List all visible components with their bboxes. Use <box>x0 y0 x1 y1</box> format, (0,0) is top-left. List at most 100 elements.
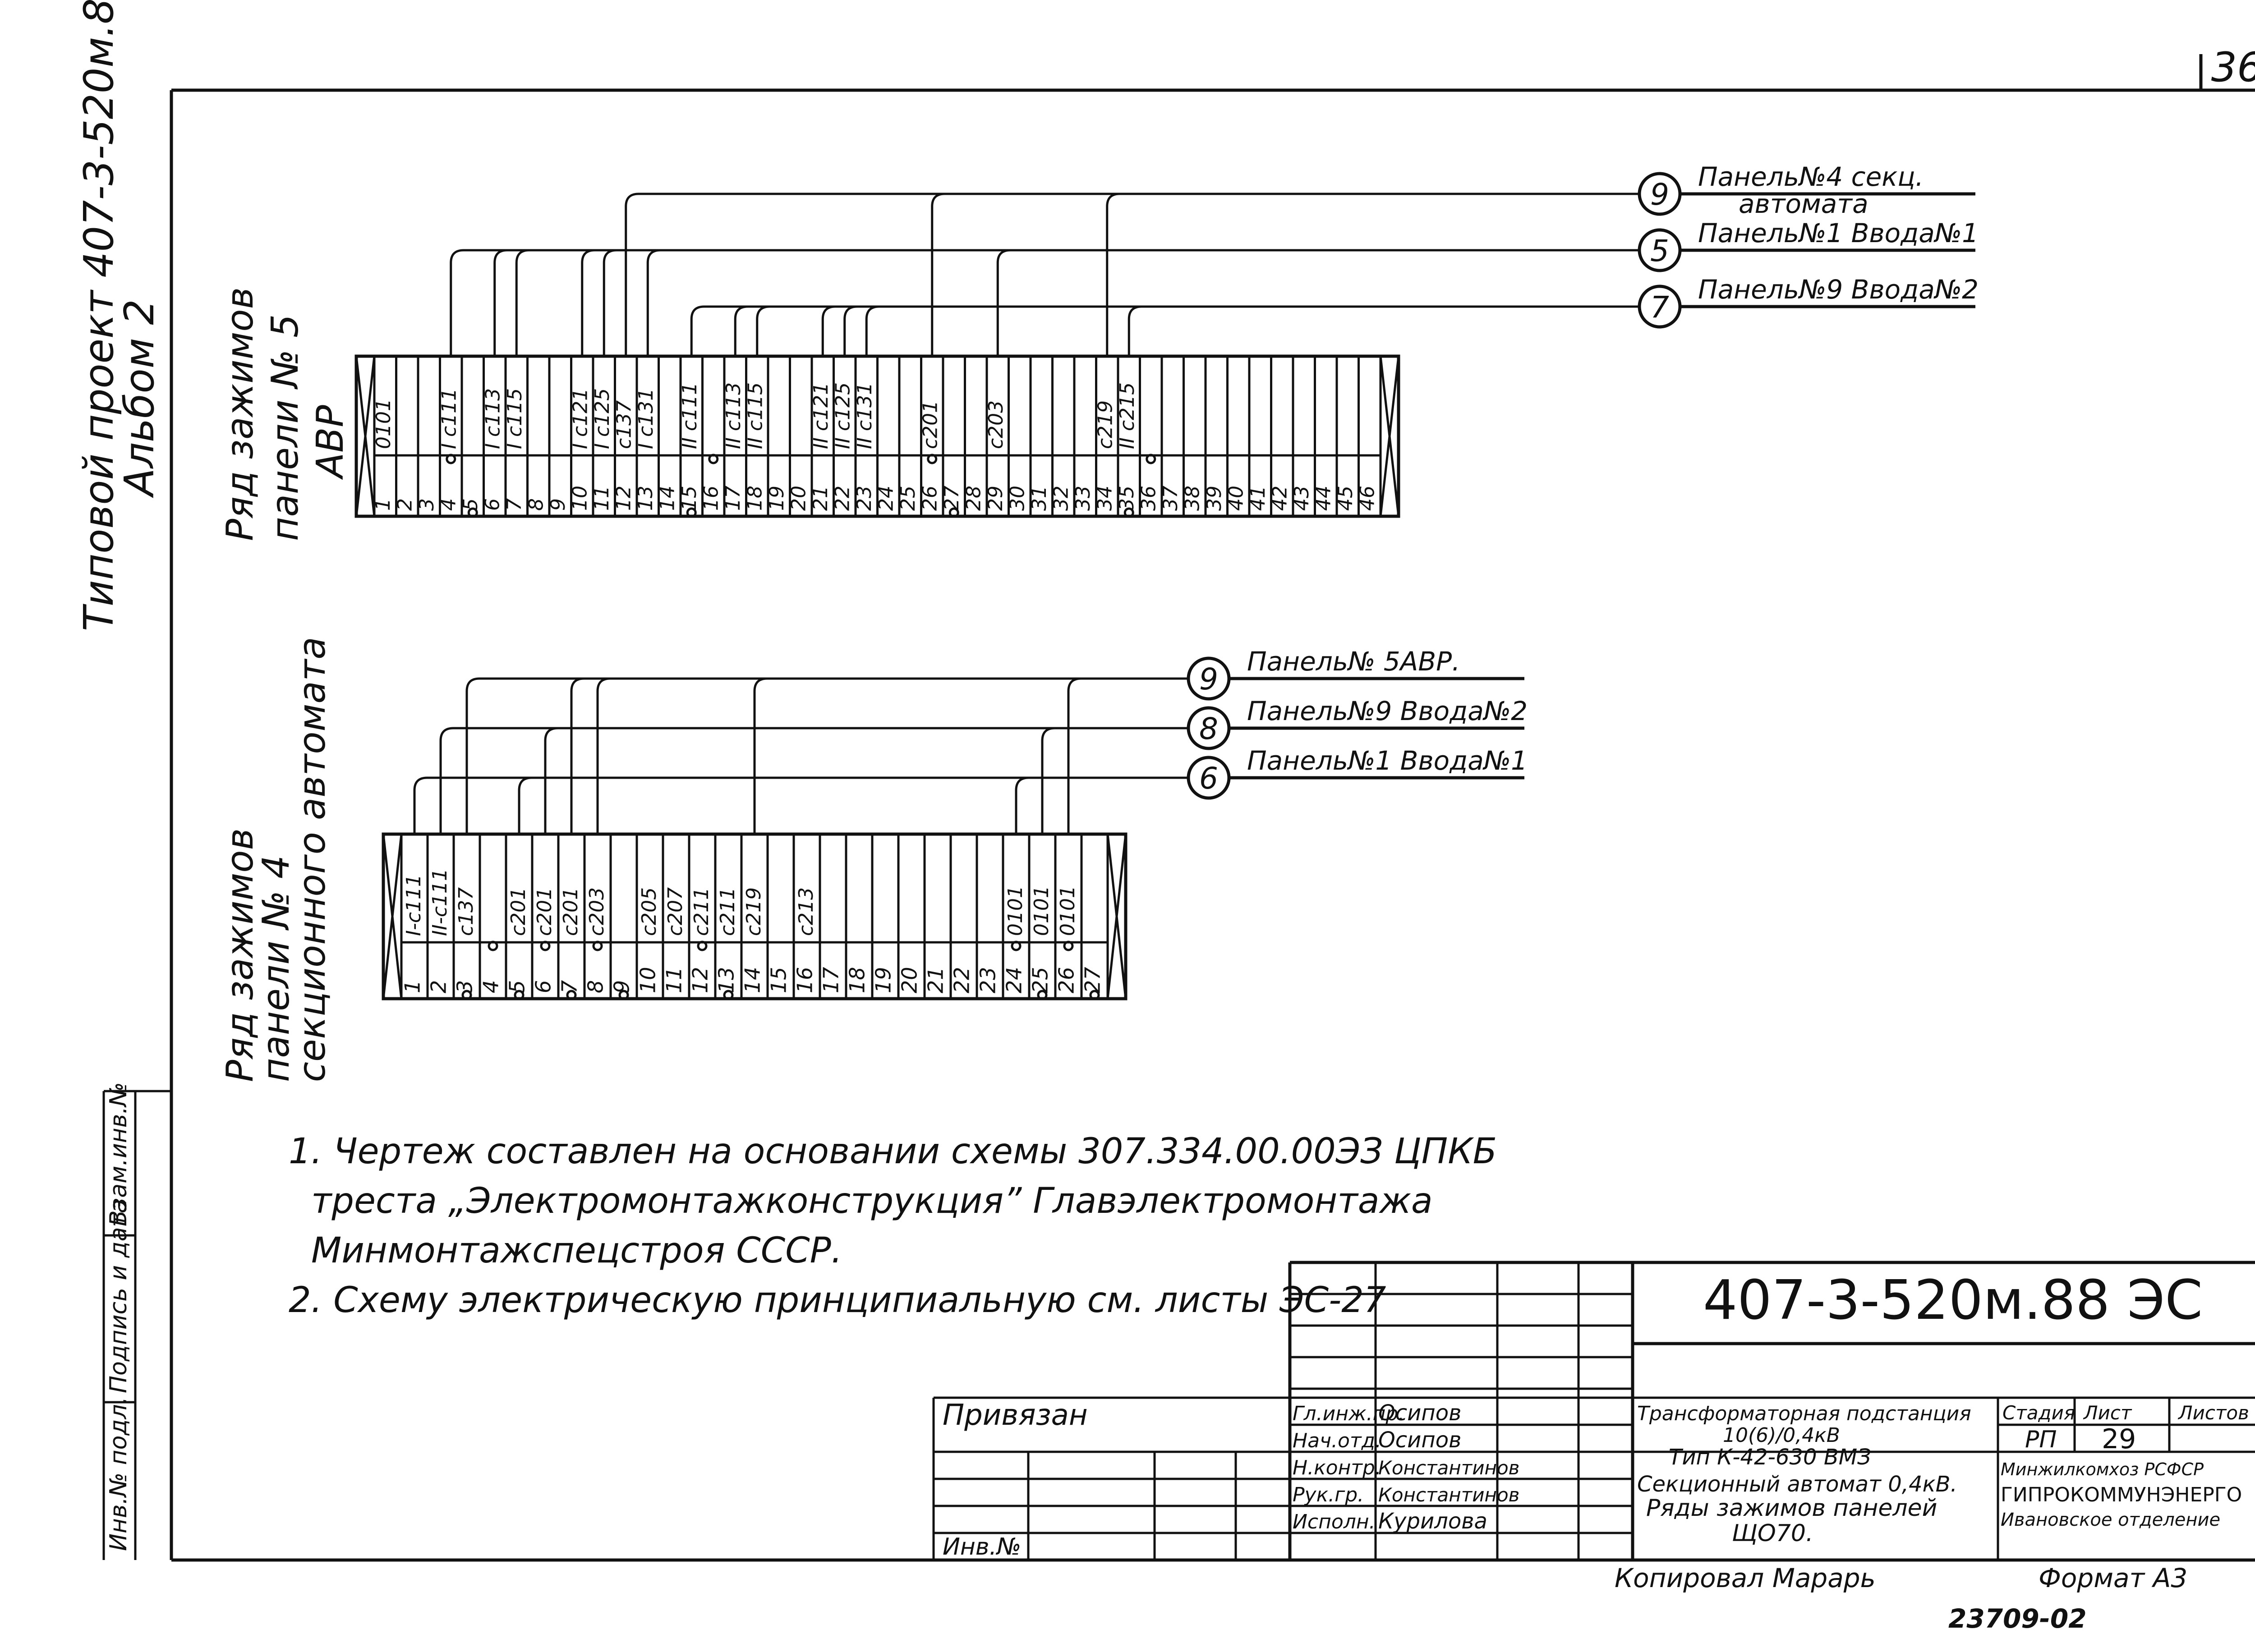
wire-mark: I c125 <box>591 388 614 449</box>
strip-end-cap-right-cross <box>1106 834 1127 999</box>
name-4: Курилова <box>1378 1509 1487 1534</box>
wire-mark: c219 <box>1094 400 1117 449</box>
terminal-36: 36 <box>1137 356 1163 516</box>
sheet-label: Лист <box>2083 1402 2132 1424</box>
terminal-5: 5 <box>459 356 485 518</box>
wire-mark: II c215 <box>1116 382 1139 449</box>
wire-line <box>625 193 1639 356</box>
jumper-mark <box>1123 507 1134 518</box>
cable-label: Панель№1 Ввода№1 <box>1698 218 1979 248</box>
sheet-line-0: Секционный автомат 0,4кВ. <box>1637 1472 1957 1497</box>
terminal-number: 40 <box>1224 486 1247 511</box>
terminal-number: 20 <box>897 967 922 993</box>
wire-mark: c205 <box>638 887 661 936</box>
wire-mark: c207 <box>664 887 687 936</box>
page-number: 36 <box>2211 44 2255 91</box>
terminal-number: 1 <box>400 980 425 993</box>
terminal-25: 25 <box>897 356 922 516</box>
terminal-37: 37 <box>1159 356 1185 516</box>
terminal-13: 13I c131 <box>634 249 1639 516</box>
cable-number: 9 <box>1199 662 1218 697</box>
wire-line <box>996 249 1639 356</box>
strip-end-cap-right-cross <box>1379 356 1400 517</box>
terminal-1: 1 I-c111 <box>400 776 1188 999</box>
jumper-mark <box>488 941 498 951</box>
wire-mark: I c115 <box>503 388 526 449</box>
wire-mark: c203 <box>585 887 608 936</box>
terminal-number: 8 <box>525 498 548 511</box>
wire-mark: I c131 <box>635 388 658 449</box>
note-line-1: треста „Электромонтажконструкция” Главэл… <box>311 1181 1433 1221</box>
terminal-number: 25 <box>897 486 920 511</box>
terminal-8: 8 c203 <box>584 677 1188 999</box>
wire-mark: II c115 <box>744 382 767 449</box>
terminal-24: 24 <box>874 356 901 516</box>
jumper-mark <box>723 990 734 1000</box>
margin-stamp-2: Инв.№ подл. <box>105 1397 132 1551</box>
left-margin-stamp: Взам.инв.№ Подпись и дата Инв.№ подл. <box>102 1082 171 1560</box>
stage-label: Стадия <box>2002 1402 2075 1424</box>
wire-line <box>646 249 1639 356</box>
wire-line <box>570 677 1188 834</box>
wire-mark: II c131 <box>853 382 876 449</box>
terminal-number: 10 <box>568 486 591 511</box>
terminal-31: 31 <box>1028 356 1054 516</box>
cable-number: 7 <box>1650 290 1669 325</box>
notes: 1. Чертеж составлен на основании схемы 3… <box>289 1131 1497 1321</box>
terminal-number: 31 <box>1028 486 1051 511</box>
terminal-30: 30 <box>1006 356 1032 516</box>
strip-b-title-2: секционного автомата <box>291 637 334 1082</box>
wire-line <box>450 249 1639 356</box>
terminal-number: 14 <box>741 967 765 993</box>
terminal-12: 12 c211 <box>688 834 717 999</box>
terminal-43: 43 <box>1290 356 1316 516</box>
cable-number: 8 <box>1199 711 1218 746</box>
wire-mark: c211 <box>690 887 713 936</box>
wire-line <box>603 249 1639 356</box>
wire-line <box>413 776 1188 834</box>
cable-number: 5 <box>1650 234 1669 268</box>
terminal-number: 33 <box>1072 486 1095 511</box>
wire-line <box>1106 193 1639 356</box>
terminal-number: 8 <box>584 980 608 993</box>
terminal-18: 18 <box>845 834 874 999</box>
jumper-mark <box>540 941 551 951</box>
wire-mark: 0101 <box>1004 886 1027 936</box>
terminal-2: 2 <box>393 356 419 516</box>
cable-label: Панель№4 секц. <box>1698 161 1924 192</box>
terminal-32: 32 <box>1049 356 1076 516</box>
format-label: Формат А3 <box>2039 1563 2187 1593</box>
strip-b-title-0: Ряд зажимов <box>219 828 262 1082</box>
wire-mark: I-c111 <box>402 874 425 936</box>
privyazan-label: Привязан <box>943 1399 1088 1432</box>
terminal-number: 27 <box>940 486 963 511</box>
terminal-11: 11I c125 <box>590 249 1639 516</box>
wire-line <box>1041 727 1188 834</box>
terminal-number: 2 <box>427 980 451 993</box>
wire-line <box>493 249 1639 356</box>
terminal-number: 38 <box>1181 486 1204 511</box>
terminal-number: 35 <box>1115 486 1138 511</box>
wire-mark: 0101 <box>1030 886 1053 936</box>
terminal-8: 8 <box>525 356 551 516</box>
terminal-number: 32 <box>1049 486 1072 511</box>
terminal-number: 12 <box>688 967 713 993</box>
terminal-number: 15 <box>767 967 791 993</box>
wire-mark: I c121 <box>569 388 592 449</box>
terminal-number: 21 <box>809 486 832 511</box>
jumper-mark <box>1037 990 1048 1000</box>
terminal-number: 20 <box>787 486 810 511</box>
jumper-mark <box>566 990 577 1000</box>
terminal-4: 4I c111 <box>437 249 1639 516</box>
wire-mark: c203 <box>985 400 1008 449</box>
